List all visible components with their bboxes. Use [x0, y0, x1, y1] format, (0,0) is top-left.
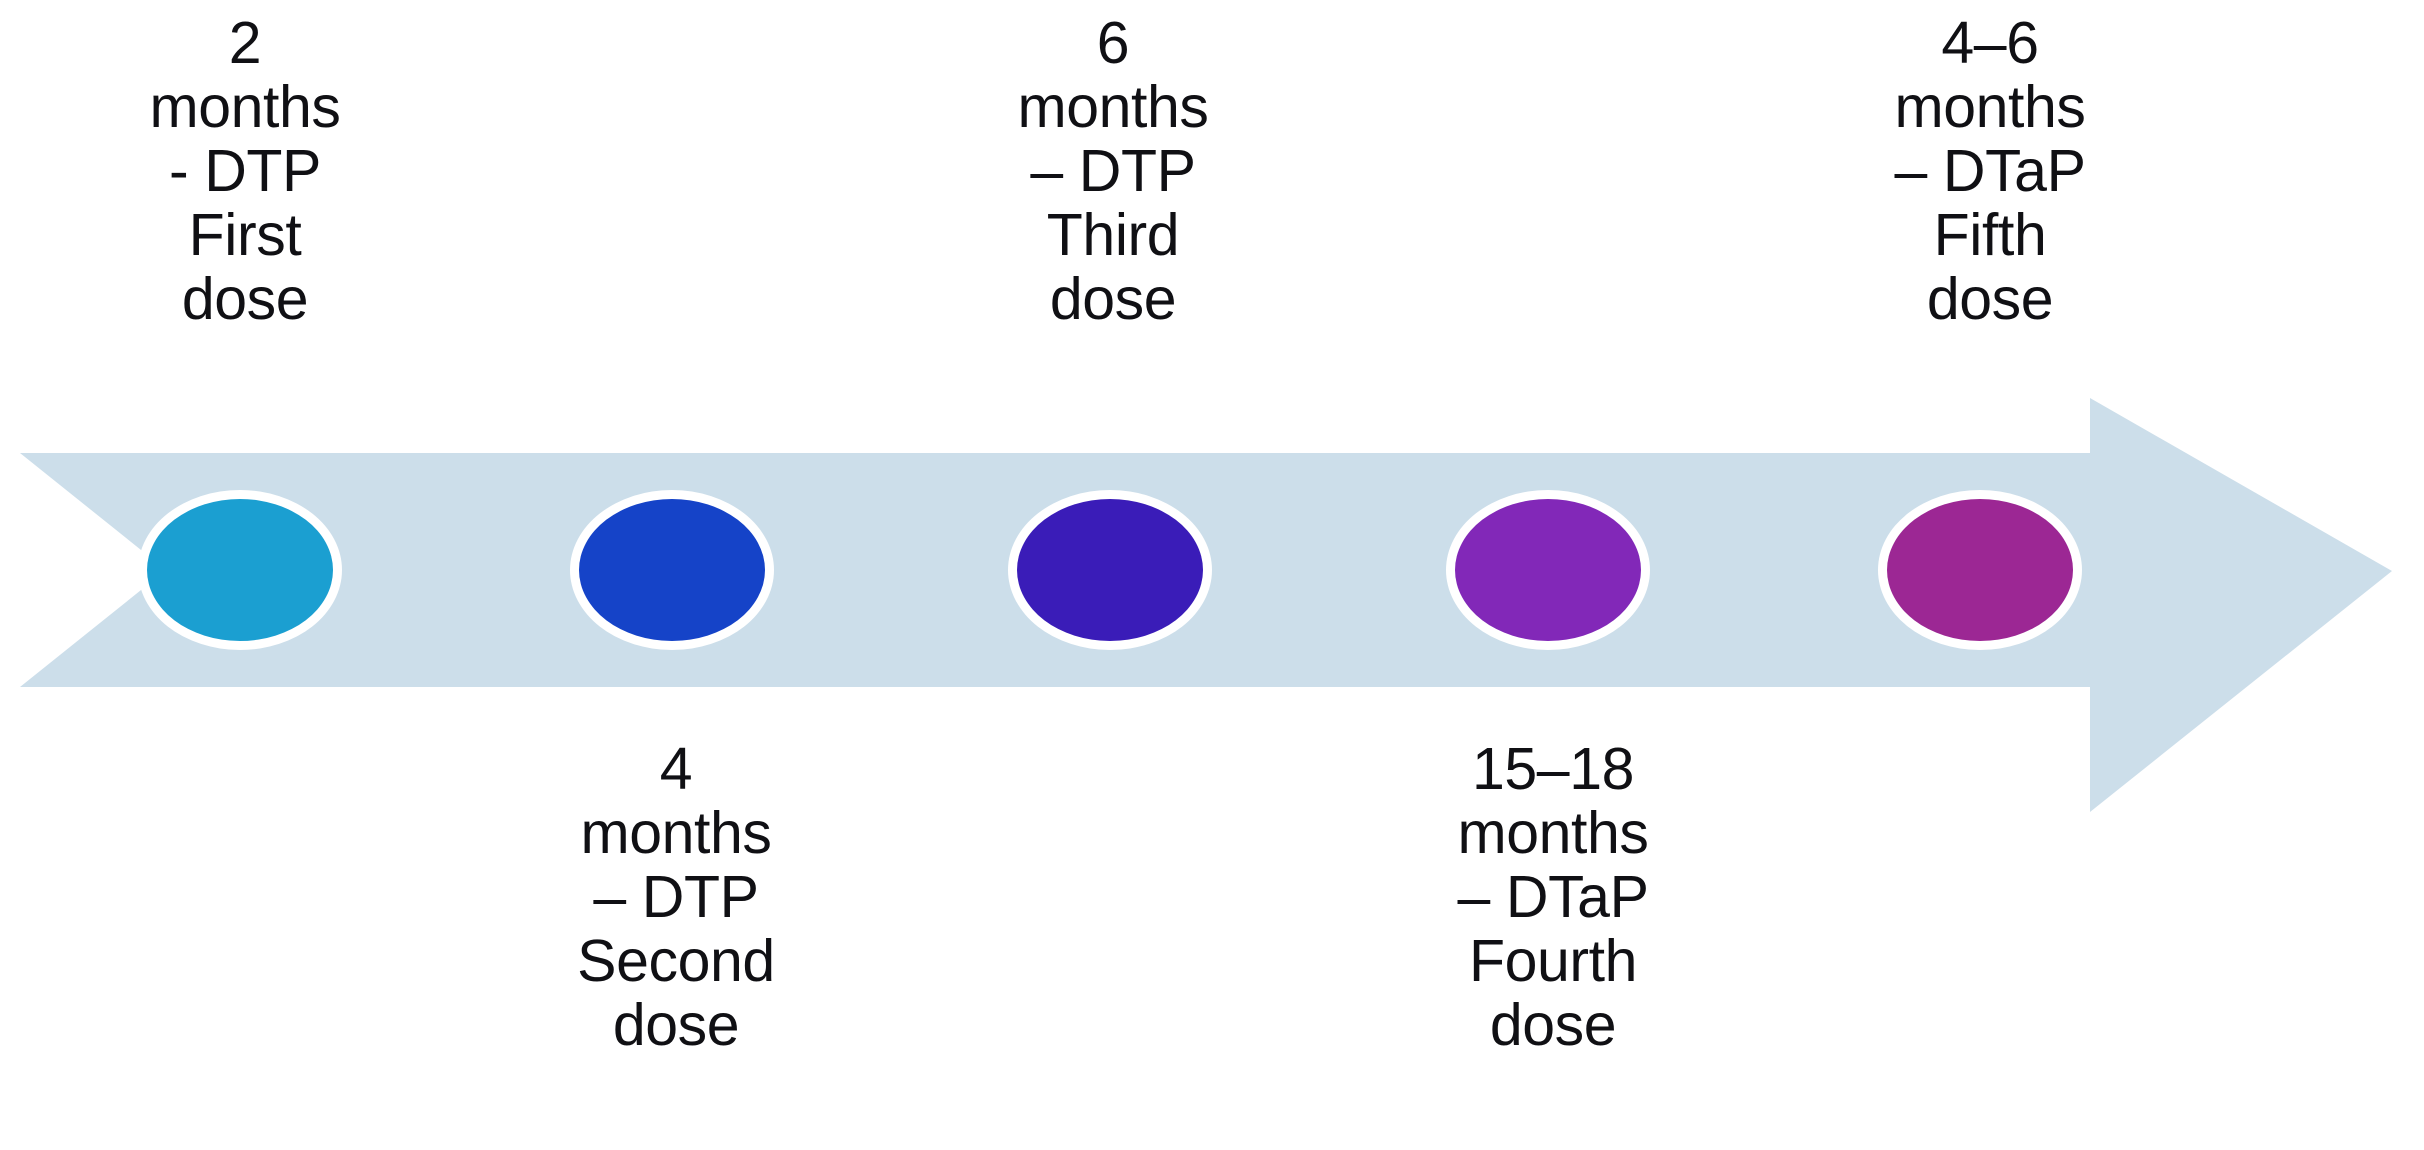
milestone-4-unit: months	[1457, 800, 1649, 866]
milestone-label-3: 6 months – DTP Third dose	[873, 12, 1353, 332]
milestone-1-unit: months	[149, 74, 341, 140]
milestone-2-dose-word: dose	[612, 992, 740, 1058]
milestone-1-dose-ordinal: First	[188, 202, 302, 268]
milestone-4-dose-ordinal: Fourth	[1468, 928, 1638, 994]
milestone-label-4: 15–18 months – DTaP Fourth dose	[1313, 738, 1793, 1058]
milestone-2-unit: months	[580, 800, 772, 866]
milestone-dot-1[interactable]	[138, 490, 342, 650]
milestone-2-age: 4	[659, 736, 693, 802]
dose-circle-5	[1887, 499, 2073, 641]
milestone-3-dose-ordinal: Third	[1046, 202, 1180, 268]
milestone-4-age: 15–18	[1471, 736, 1635, 802]
milestone-dot-4[interactable]	[1446, 490, 1650, 650]
milestone-2-dose-ordinal: Second	[577, 928, 775, 994]
milestone-4-vaccine: – DTaP	[1457, 864, 1649, 930]
milestone-3-vaccine: – DTP	[1030, 138, 1196, 204]
milestone-5-dose-word: dose	[1926, 266, 2054, 332]
milestone-label-5: 4–6 months – DTaP Fifth dose	[1750, 12, 2230, 332]
milestone-4-dose-word: dose	[1489, 992, 1617, 1058]
milestone-5-dose-ordinal: Fifth	[1933, 202, 2047, 268]
milestone-1-dose-word: dose	[181, 266, 309, 332]
arrow-shape	[20, 398, 2392, 812]
dose-circle-3	[1017, 499, 1203, 641]
milestone-3-age: 6	[1096, 10, 1130, 76]
dose-circle-2	[579, 499, 765, 641]
milestone-3-dose-word: dose	[1049, 266, 1177, 332]
milestone-dot-3[interactable]	[1008, 490, 1212, 650]
milestone-1-age: 2	[228, 10, 262, 76]
milestone-3-unit: months	[1017, 74, 1209, 140]
milestone-dot-5[interactable]	[1878, 490, 2082, 650]
milestone-1-vaccine: - DTP	[168, 138, 322, 204]
dose-circle-1	[147, 499, 333, 641]
milestone-5-vaccine: – DTaP	[1894, 138, 2086, 204]
milestone-label-2: 4 months – DTP Second dose	[436, 738, 916, 1058]
milestone-label-1: 2 months - DTP First dose	[5, 12, 485, 332]
milestone-dot-2[interactable]	[570, 490, 774, 650]
dose-circle-4	[1455, 499, 1641, 641]
milestone-2-vaccine: – DTP	[593, 864, 759, 930]
milestone-5-age: 4–6	[1941, 10, 2039, 76]
milestone-5-unit: months	[1894, 74, 2086, 140]
